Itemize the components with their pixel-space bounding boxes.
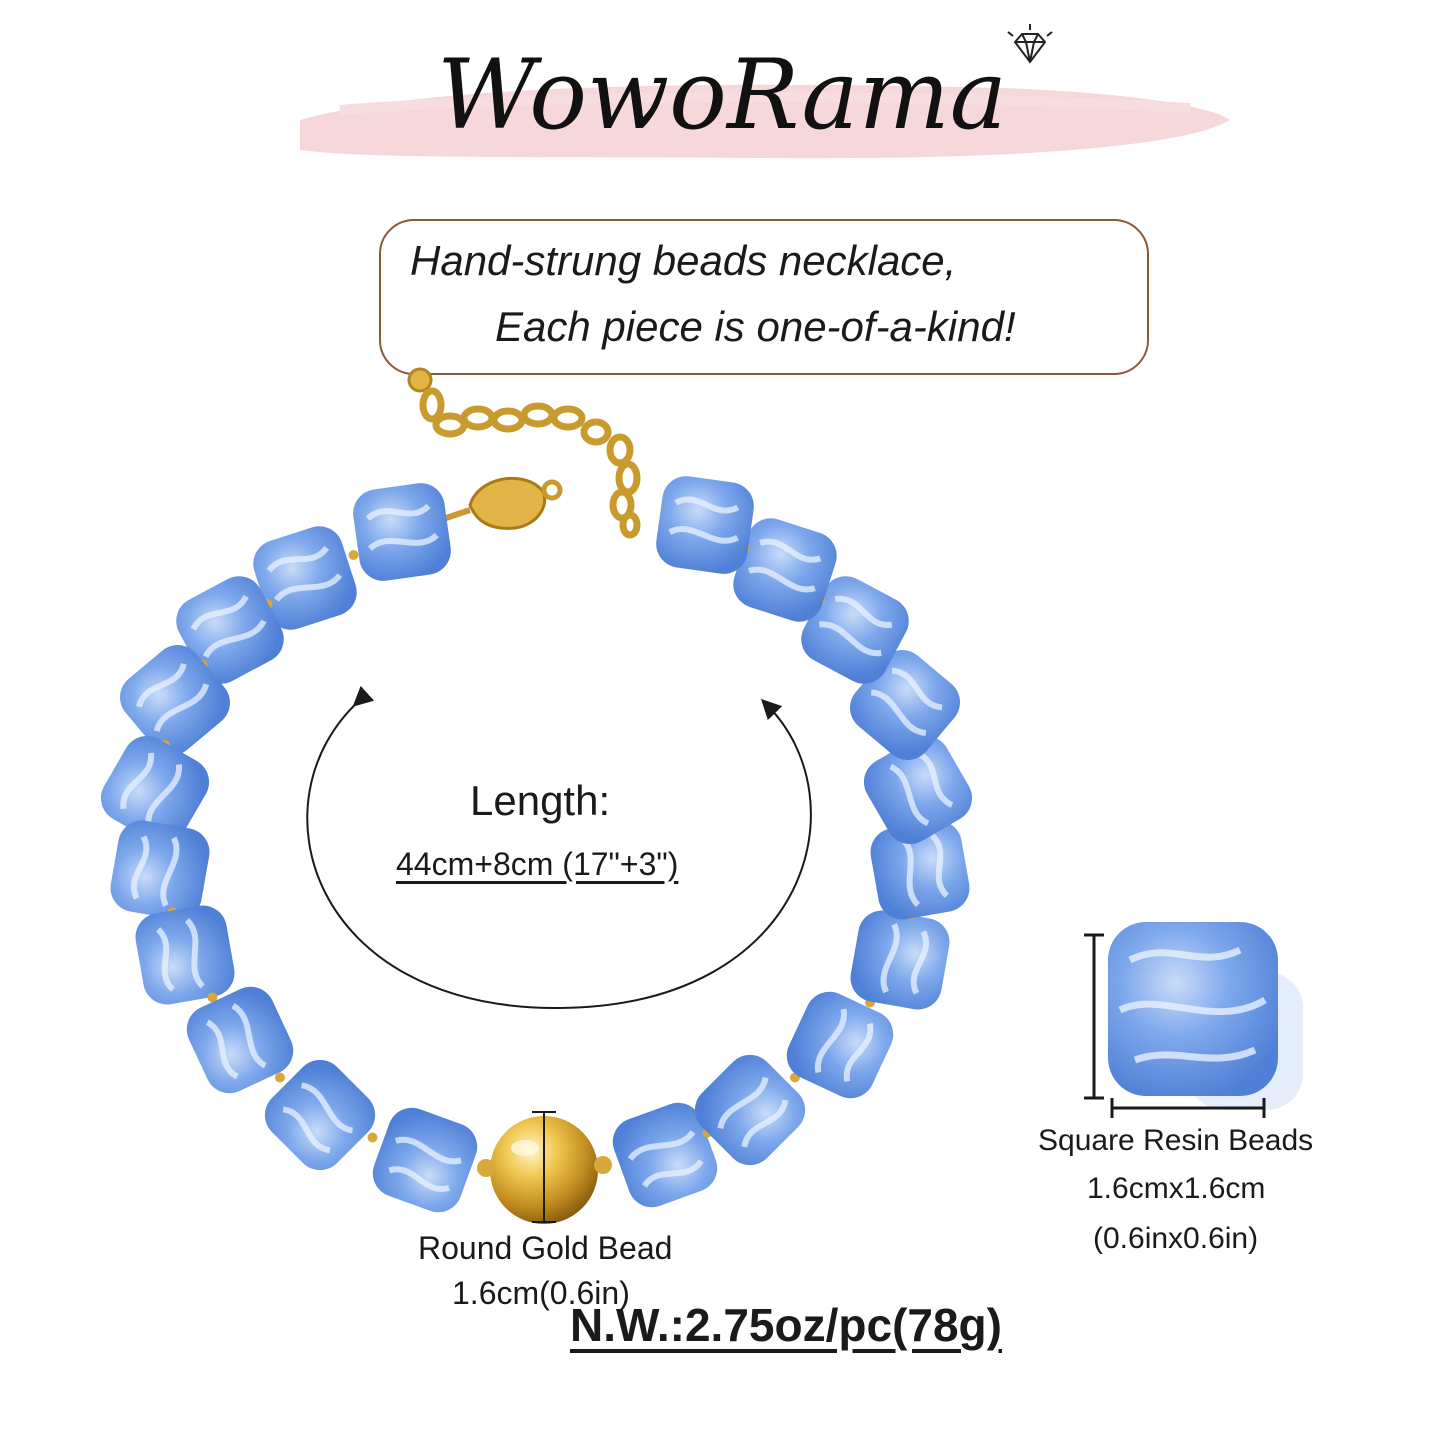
square-bead-detail bbox=[1108, 922, 1303, 1110]
length-value: 44cm+8cm (17"+3") bbox=[396, 846, 679, 882]
square-resin-bead bbox=[694, 1054, 806, 1166]
square-resin-bead bbox=[372, 1107, 478, 1213]
square-resin-bead bbox=[176, 576, 284, 684]
square-resin-bead bbox=[850, 910, 950, 1010]
brand-logo: WowoRama bbox=[437, 39, 1007, 151]
gold-spacer-bead bbox=[367, 1132, 378, 1143]
square-resin-bead bbox=[870, 820, 970, 920]
square-bead-size-in: (0.6inx0.6in) bbox=[1093, 1222, 1259, 1255]
gold-spacer-bead bbox=[207, 992, 218, 1003]
callout-line-1: Hand-strung beads necklace, bbox=[410, 237, 957, 284]
lobster-clasp bbox=[439, 476, 563, 530]
square-resin-bead bbox=[863, 735, 973, 845]
logo-brush-stroke bbox=[300, 84, 1230, 159]
callout-box bbox=[379, 219, 1149, 375]
square-bead-label: Square Resin Beads bbox=[1038, 1124, 1314, 1157]
square-resin-bead bbox=[353, 483, 451, 581]
necklace-beads bbox=[100, 476, 973, 1213]
square-resin-bead bbox=[135, 905, 235, 1005]
square-resin-bead bbox=[612, 1102, 718, 1208]
length-title: Length: bbox=[470, 777, 611, 824]
gold-bead-size: 1.6cm(0.6in) bbox=[452, 1275, 630, 1311]
square-resin-bead bbox=[110, 820, 210, 920]
square-resin-bead bbox=[656, 476, 754, 574]
gold-bead-label: Round Gold Bead bbox=[418, 1230, 673, 1266]
square-resin-bead bbox=[733, 518, 837, 622]
net-weight: N.W.:2.75oz/pc(78g) bbox=[570, 1299, 1002, 1351]
dimension-bracket-icon bbox=[532, 1111, 556, 1223]
square-resin-bead bbox=[120, 645, 230, 755]
length-arrow-icon bbox=[306, 685, 812, 1010]
gold-spacer-bead bbox=[348, 550, 359, 560]
square-bead-size-cm: 1.6cmx1.6cm bbox=[1087, 1172, 1266, 1205]
square-resin-bead bbox=[801, 576, 909, 684]
gold-spacer-bead bbox=[275, 1072, 285, 1083]
square-resin-bead bbox=[186, 986, 294, 1094]
diamond-icon bbox=[1007, 24, 1053, 64]
square-resin-bead bbox=[253, 526, 357, 630]
square-resin-bead bbox=[264, 1059, 376, 1171]
square-dimension-bracket bbox=[1084, 933, 1266, 1118]
square-resin-bead bbox=[100, 735, 210, 845]
chain-extender bbox=[407, 367, 641, 539]
callout-line-2: Each piece is one-of-a-kind! bbox=[495, 303, 1016, 350]
square-resin-bead bbox=[786, 991, 894, 1099]
